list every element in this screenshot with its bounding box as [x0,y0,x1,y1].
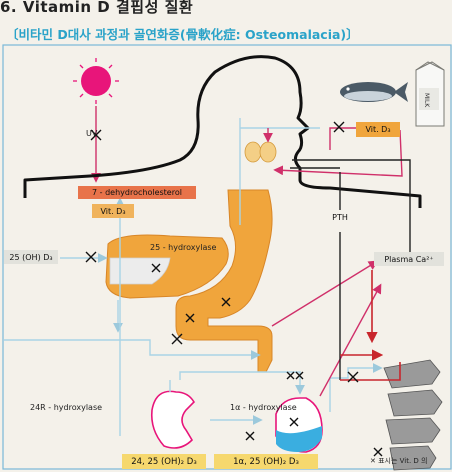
block-marks [85,121,383,457]
fish-icon [340,82,408,102]
sun-icon [73,58,119,104]
pth-loop [292,159,411,258]
plasma-ca-label: Plasma Ca²⁺ [374,252,444,266]
25-hydroxylase-label: 25 - hydroxylase [150,243,217,252]
24r-hydroxylase-label: 24R - hydroxylase [30,403,103,412]
pink-gut-to-plasma [271,260,379,327]
milk-carton-icon [415,61,445,127]
pink-feedback-arrow [273,129,403,177]
kidney-right [275,397,323,453]
flow-liver-to-gut [4,339,261,360]
25oh-d3-box: 25 (OH) D₃ [4,250,58,264]
uv-label: UV [86,129,98,138]
bone-spine [383,359,443,471]
flow-to-kidney [179,371,305,395]
diagram-heading: 〔비타민 D대사 과정과 골연화증(骨軟化症: Osteomalacia)〕 [6,27,359,42]
liver-inner [109,257,171,285]
milk-label: MILK [423,93,430,108]
thyroid-gland [244,141,277,163]
dehydrocholesterol-box: 7 - dehydrocholesterol [78,186,196,199]
body-silhouette [23,55,422,208]
pth-label: PTH [322,210,358,224]
page-title: 6. Vitamin D 결핍성 질환 [0,0,194,16]
pink-kidney-to-plasma [319,283,382,397]
product-1a-25-box: 1α, 25 (OH)₂ D₃ [214,454,318,469]
frame-border [2,44,452,470]
vit-d3-skin-box: Vit. D₃ [92,204,134,218]
1a-hydroxylase-label: 1α - hydroxylase [230,403,297,412]
red-bone-loop [340,362,401,381]
product-24-25-box: 24, 25 (OH)₂ D₃ [122,454,206,469]
flow-to-bone [329,363,383,412]
kidney-left [150,390,196,449]
stomach-intestine [175,189,273,373]
legend-text: ✕ 표시는 Vit. D 의 [370,457,428,465]
vit-d3-food-box: Vit. D₃ [356,122,400,137]
